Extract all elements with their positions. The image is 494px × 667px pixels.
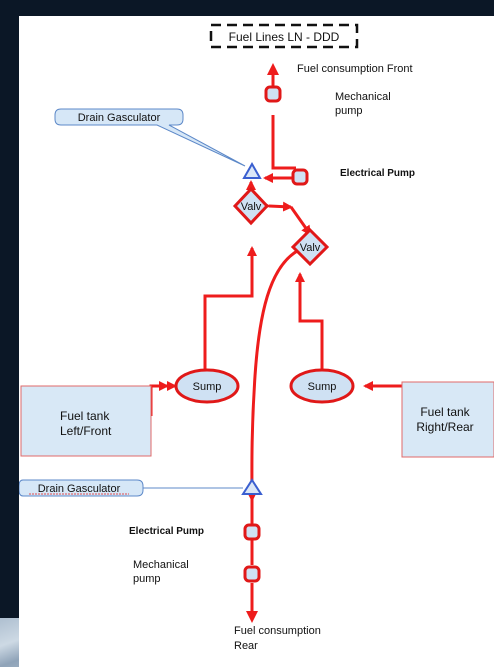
- sump-right: Sump: [289, 368, 355, 404]
- tank-right: Fuel tank Right/Rear: [401, 381, 494, 458]
- svg-text:Fuel tank: Fuel tank: [420, 405, 470, 419]
- drain-gasculator-top-callout: Drain Gasculator: [54, 108, 246, 167]
- top-line: [149, 63, 405, 416]
- svg-text:Fuel tank: Fuel tank: [60, 409, 110, 423]
- mechanical-pump-bottom: [243, 565, 261, 583]
- electrical-pump-bottom: [243, 523, 261, 541]
- electrical-pump-top: [291, 168, 309, 186]
- label-mechanical-bottom-2: pump: [133, 573, 161, 585]
- label-electrical-pump-bottom: Electrical Pump: [129, 526, 204, 537]
- valve-left: Valv: [232, 186, 270, 226]
- sump-left: Sump: [174, 368, 240, 404]
- svg-text:Drain Gasculator: Drain Gasculator: [38, 483, 121, 495]
- label-electrical-pump-top: Electrical Pump: [340, 168, 415, 179]
- svg-text:Valv: Valv: [300, 242, 321, 254]
- label-mechanical-top-2: pump: [335, 105, 363, 117]
- diagram-page: Fuel Lines LN - DDD: [19, 16, 494, 667]
- title-box: Fuel Lines LN - DDD: [209, 23, 359, 49]
- fuel-lines-diagram: Fuel Lines LN - DDD: [19, 23, 494, 652]
- svg-text:Valv: Valv: [241, 201, 262, 213]
- svg-text:Left/Front: Left/Front: [60, 424, 112, 438]
- label-fuel-consumption-rear-1: Fuel consumption: [234, 625, 321, 637]
- label-mechanical-top-1: Mechanical: [335, 91, 391, 103]
- gasculator-top-icon: [242, 161, 262, 179]
- label-fuel-consumption-front: Fuel consumption Front: [297, 63, 413, 75]
- diagram-title: Fuel Lines LN - DDD: [229, 30, 340, 44]
- mechanical-pump-top: [264, 85, 282, 103]
- svg-text:Sump: Sump: [193, 381, 222, 393]
- drain-gasculator-bottom-callout: Drain Gasculator: [19, 479, 243, 497]
- label-mechanical-bottom-1: Mechanical: [133, 559, 189, 571]
- tank-left: Fuel tank Left/Front: [20, 385, 152, 457]
- svg-text:Drain Gasculator: Drain Gasculator: [78, 112, 161, 124]
- svg-text:Sump: Sump: [308, 381, 337, 393]
- valve-right: Valv: [290, 227, 330, 267]
- crossfeed-line: [246, 248, 300, 502]
- label-fuel-consumption-rear-2: Rear: [234, 640, 258, 652]
- gasculator-bottom-icon: [241, 478, 263, 495]
- svg-text:Right/Rear: Right/Rear: [416, 420, 473, 434]
